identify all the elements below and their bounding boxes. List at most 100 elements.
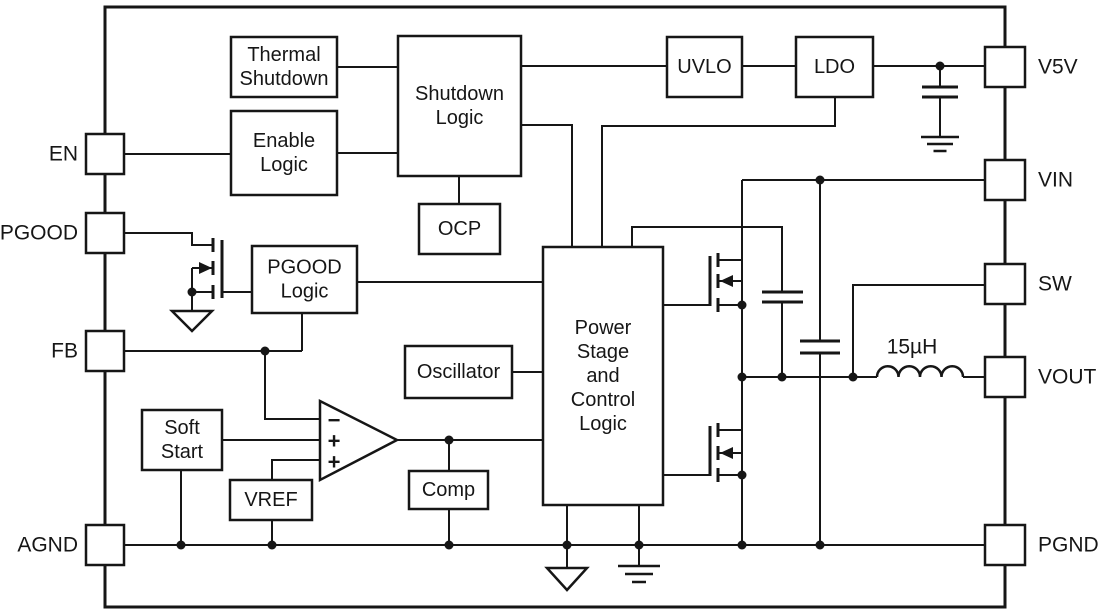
block-ldo-box <box>794 35 875 99</box>
net-wire <box>264 351 320 420</box>
block-pgood-logic-box <box>250 244 359 315</box>
net-wire <box>521 124 573 247</box>
block-label-line: Power <box>575 317 632 339</box>
ic-boundary <box>103 5 1007 609</box>
pin-en-pad <box>84 132 126 176</box>
pin-sw: SW <box>983 262 1072 306</box>
pin-pgnd-pad <box>983 523 1027 567</box>
pin-en: EN <box>49 132 126 176</box>
junction-dot <box>260 346 270 356</box>
pin-vout: VOUT <box>983 355 1097 399</box>
pin-agnd-pad <box>84 523 126 567</box>
block-comp-label: Comp <box>422 479 475 501</box>
pin-fb-pad <box>84 329 126 373</box>
pin-fb: FB <box>51 329 126 373</box>
pin-en-label: EN <box>49 143 78 166</box>
pin-pgood: PGOOD <box>0 211 126 255</box>
error-amplifier-triangle <box>318 398 400 483</box>
signal-ground-icon <box>544 566 590 592</box>
pin-sw-label: SW <box>1038 273 1072 296</box>
net-wire <box>601 97 836 247</box>
capacitors <box>762 85 958 355</box>
block-vref: VREF <box>228 478 314 522</box>
block-label-line: Soft <box>164 417 200 439</box>
pin-vout-pad <box>983 355 1027 399</box>
junction-dot <box>935 61 945 71</box>
block-ocp-box <box>417 202 502 256</box>
inductor-coil <box>875 365 965 378</box>
block-label-line: OCP <box>438 218 481 240</box>
block-label-line: Logic <box>436 107 484 129</box>
wiring <box>124 65 985 568</box>
pin-v5v: V5V <box>983 45 1078 89</box>
block-enable-logic-box <box>229 109 339 197</box>
junction-dot <box>848 372 858 382</box>
pin-vin-pad <box>983 158 1027 202</box>
junction-dot <box>815 540 825 550</box>
ground-symbols <box>168 135 959 592</box>
pin-sw-pad <box>983 262 1027 306</box>
junction-dot <box>737 540 747 550</box>
pin-v5v-label: V5V <box>1038 56 1078 79</box>
block-ldo: LDO <box>794 35 875 99</box>
block-uvlo-box <box>665 35 744 99</box>
net-wire <box>124 232 213 246</box>
pin-agnd: AGND <box>17 523 126 567</box>
junction-dot <box>634 540 644 550</box>
block-label-line: Thermal <box>247 44 320 66</box>
block-uvlo: UVLO <box>665 35 744 99</box>
pin-vout-label: VOUT <box>1038 366 1097 389</box>
block-oscillator: Oscillator <box>403 344 514 400</box>
block-label-line: PGOOD <box>267 257 341 279</box>
block-ldo-label: LDO <box>814 56 855 78</box>
block-soft-start-box <box>140 408 224 472</box>
block-oscillator-label: Oscillator <box>417 361 501 383</box>
junction-dot <box>737 470 747 480</box>
block-power-stage-box <box>541 245 665 507</box>
block-label-line: Shutdown <box>415 83 504 105</box>
block-vref-label: VREF <box>244 489 297 511</box>
block-label-line: Enable <box>253 130 315 152</box>
block-label-line: Shutdown <box>240 68 329 90</box>
block-comp-box <box>407 469 490 511</box>
junction-dot <box>267 540 277 550</box>
signal-ground-icon <box>168 309 216 333</box>
block-comp: Comp <box>407 469 490 511</box>
block-vref-box <box>228 478 314 522</box>
junction-dot <box>176 540 186 550</box>
opamp-input-sign: − <box>328 408 341 433</box>
pin-vin-label: VIN <box>1038 169 1073 192</box>
mosfet-body-arrow-icon <box>720 275 733 287</box>
block-ocp: OCP <box>417 202 502 256</box>
junction-dot <box>444 540 454 550</box>
block-label-line: LDO <box>814 56 855 78</box>
pin-vin: VIN <box>983 158 1073 202</box>
opamp-input-sign: + <box>328 450 341 475</box>
pin-agnd-label: AGND <box>17 534 78 557</box>
mosfet-symbols <box>199 238 733 482</box>
net-wire <box>852 284 985 377</box>
junction-dot <box>737 300 747 310</box>
error-amplifier: −++ <box>318 398 400 483</box>
pin-pgnd-label: PGND <box>1038 534 1099 557</box>
block-oscillator-box <box>403 344 514 400</box>
block-shutdown-logic-box <box>396 34 523 178</box>
block-uvlo-label: UVLO <box>677 56 731 78</box>
block-label-line: Comp <box>422 479 475 501</box>
block-label-line: UVLO <box>677 56 731 78</box>
block-ocp-label: OCP <box>438 218 481 240</box>
pin-pgood-pad <box>84 211 126 255</box>
block-label-line: Oscillator <box>417 361 501 383</box>
pin-pgood-label: PGOOD <box>0 222 78 245</box>
